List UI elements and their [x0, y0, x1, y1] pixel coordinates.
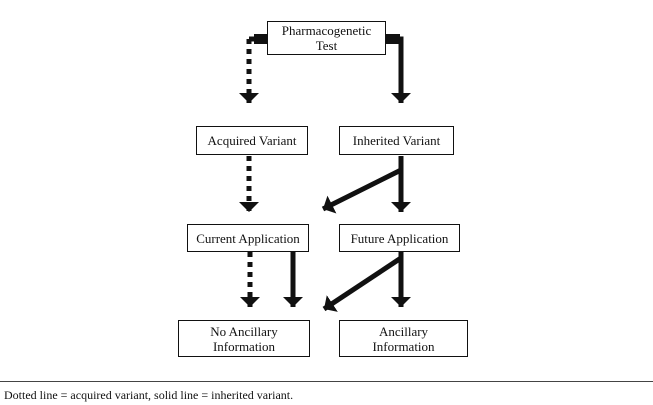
no-ancillary-information-line2: Information: [212, 338, 276, 354]
legend-caption: Dotted line = acquired variant, solid li…: [4, 388, 294, 402]
pharmacogenetic-test-box: Pharmacogenetic Test: [267, 21, 386, 55]
solid-arrow-test-to-inherited: [386, 34, 411, 103]
acquired-variant-box: Acquired Variant: [196, 126, 308, 155]
no-ancillary-information-box: No Ancillary Information: [178, 320, 310, 357]
no-ancillary-information-line1: No Ancillary: [210, 323, 278, 339]
current-application-box: Current Application: [187, 224, 309, 252]
future-application-box: Future Application: [339, 224, 460, 252]
dotted-arrow-test-to-acquired: [239, 34, 268, 103]
inherited-variant-box: Inherited Variant: [339, 126, 454, 155]
acquired-variant-label: Acquired Variant: [207, 133, 297, 148]
ancillary-information-line2: Information: [372, 338, 435, 354]
inherited-variant-label: Inherited Variant: [352, 133, 441, 148]
pharmacogenetic-test-line1: Pharmacogenetic: [281, 23, 372, 38]
pharmacogenetic-test-line2: Test: [315, 38, 338, 53]
ancillary-information-box: Ancillary Information: [339, 320, 468, 357]
caption-divider: [0, 381, 653, 382]
current-application-label: Current Application: [196, 230, 300, 246]
solid-arrow-inherited-to-current: [321, 167, 403, 214]
future-application-label: Future Application: [350, 230, 449, 246]
ancillary-information-line1: Ancillary: [378, 323, 429, 339]
solid-arrow-future-to-no-ancillary: [322, 255, 403, 312]
